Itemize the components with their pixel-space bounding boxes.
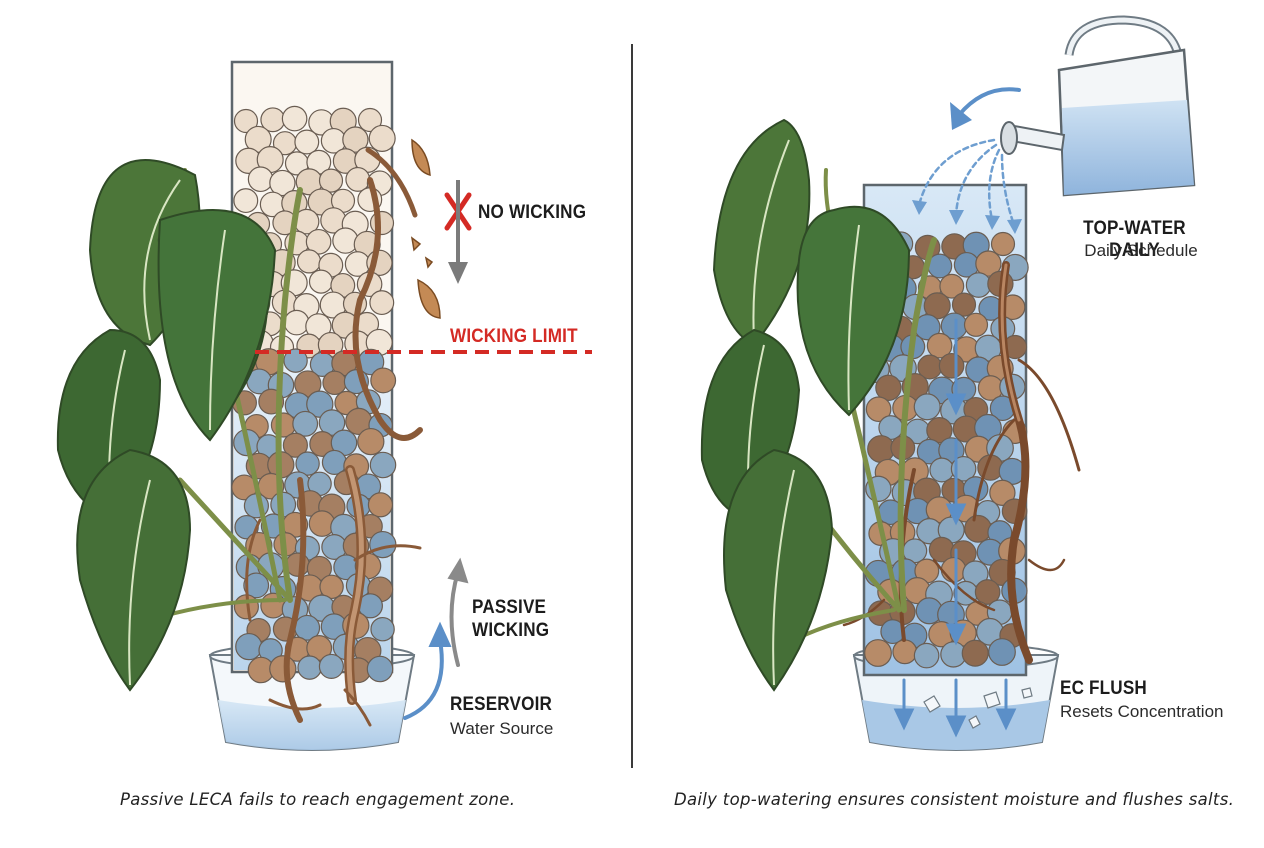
- left-panel-passive-leca: NO WICKING WICKING LIMIT PASSIVE WICKING…: [56, 60, 592, 809]
- leca-pebble: [357, 427, 385, 456]
- no-wicking-label: NO WICKING: [478, 202, 587, 223]
- leca-pebble: [990, 231, 1016, 257]
- leca-pebble: [989, 479, 1016, 506]
- reservoir-sub-label: Water Source: [450, 719, 554, 738]
- falling-dry-leaves: [410, 138, 441, 319]
- leca-pebble: [864, 639, 892, 667]
- passive-wicking-label-line2: WICKING: [472, 620, 550, 641]
- leca-pebble: [961, 639, 989, 667]
- leca-pebble: [367, 492, 393, 518]
- leca-pebble: [939, 273, 965, 299]
- left-illustration: [56, 60, 592, 751]
- pour-arrow: [950, 87, 1021, 130]
- leca-pebble: [235, 632, 263, 661]
- leca-pebble: [296, 249, 322, 274]
- leca-pebble: [269, 169, 296, 197]
- leca-pebble: [865, 396, 892, 423]
- watering-can: [1000, 15, 1196, 197]
- leca-pebble: [342, 126, 369, 153]
- leca-pebble: [940, 556, 967, 583]
- leca-pebble: [318, 409, 346, 436]
- plant-roots: [245, 147, 423, 727]
- leca-pebble: [282, 432, 308, 458]
- top-water-daily-sub-label: Daily Schedule: [1084, 241, 1198, 260]
- leca-pebble: [269, 655, 297, 683]
- leca-pebble: [370, 616, 395, 642]
- leca-pebble: [322, 370, 347, 396]
- leca-pebble: [370, 367, 397, 394]
- leca-pebble: [369, 290, 395, 316]
- leca-pebble: [319, 574, 344, 600]
- leca-pebble: [369, 210, 395, 236]
- leca-pebble: [247, 166, 274, 193]
- reservoir-label: RESERVOIR: [450, 694, 553, 715]
- leca-pebble: [283, 309, 310, 336]
- leca-pebble: [283, 348, 308, 373]
- leca-pebble: [233, 188, 259, 214]
- leca-pebble: [369, 451, 397, 479]
- leca-pebble: [305, 228, 332, 255]
- leca-pebble: [964, 514, 992, 543]
- leca-pebble: [295, 451, 320, 476]
- leca-pebble: [892, 639, 918, 665]
- leca-pebble: [913, 642, 940, 669]
- leca-pebble: [366, 655, 394, 683]
- passive-wicking-label-line1: PASSIVE: [472, 597, 547, 618]
- ec-flush-label: EC FLUSH: [1060, 678, 1147, 699]
- no-wicking-marker: [444, 180, 472, 284]
- right-caption: Daily top-watering ensures consistent mo…: [674, 790, 1235, 809]
- right-panel-top-watering: TOP-WATER DAILY Daily Schedule EC FLUSH …: [634, 0, 1264, 848]
- wet-pebbles-right: [862, 231, 1029, 669]
- leca-pebble: [308, 269, 334, 294]
- salt-crystals: [923, 687, 1033, 729]
- leca-pebble: [357, 107, 383, 133]
- leca-pebble: [285, 552, 310, 577]
- leca-pebble: [988, 638, 1016, 666]
- leca-pebble: [965, 272, 992, 298]
- leca-pebble: [369, 530, 397, 559]
- leca-pebble: [243, 572, 270, 599]
- leca-pebble: [318, 168, 344, 193]
- leca-pebble: [297, 655, 322, 680]
- leca-pebble: [938, 352, 965, 379]
- leca-pebble: [926, 417, 953, 444]
- leca-pebble: [926, 332, 953, 359]
- flush-flow-arrows: [893, 318, 1017, 738]
- water-spray-arrows: [917, 138, 1016, 227]
- right-illustration: [700, 15, 1196, 751]
- leca-pebble: [281, 105, 308, 132]
- left-caption: Passive LECA fails to reach engagement z…: [120, 790, 516, 809]
- leca-pebble: [867, 435, 895, 463]
- leca-pebble: [294, 129, 320, 155]
- plant-leaves-right: [700, 118, 911, 692]
- leca-pebble: [233, 108, 259, 134]
- leca-pebble: [368, 124, 396, 152]
- passive-wicking-arrows: [403, 557, 469, 720]
- leca-pebble: [292, 410, 319, 437]
- panel-divider: [631, 44, 633, 768]
- leca-pebble: [318, 653, 344, 679]
- leca-pebble: [975, 250, 1002, 277]
- top-water-daily-label: TOP-WATER DAILY: [1083, 218, 1186, 261]
- ec-flush-sub-label: Resets Concentration: [1060, 702, 1224, 721]
- water-spray-arrowheads: [912, 200, 1022, 234]
- leca-pebble: [951, 292, 977, 317]
- leca-pebble: [974, 579, 1001, 605]
- plant-leaves: [56, 159, 277, 692]
- wicking-limit-label: WICKING LIMIT: [450, 326, 578, 347]
- leca-pebble: [913, 393, 941, 421]
- leca-pebble: [963, 312, 989, 337]
- leca-pebble: [875, 374, 902, 401]
